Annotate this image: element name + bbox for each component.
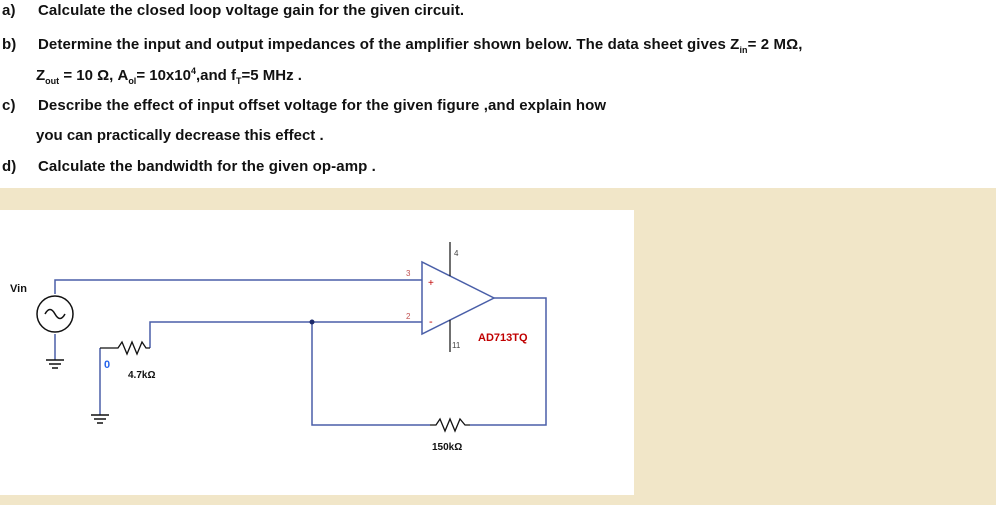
opamp-triangle-icon — [421, 260, 496, 336]
question-c-line2: you can practically decrease this effect… — [36, 127, 324, 144]
opamp-pin-3: 3 — [406, 269, 411, 278]
question-a: a) Calculate the closed loop voltage gain… — [0, 2, 464, 19]
opamp-minus-pin: - — [429, 316, 433, 328]
circuit-diagram: Vin 0 4.7kΩ 150kΩ + - 4 11 3 2 — [10, 242, 547, 453]
r1-label: 4.7kΩ — [128, 370, 155, 381]
resistor-r1-icon — [100, 340, 150, 356]
circuit-figure: Vin 0 4.7kΩ 150kΩ + - 4 11 3 2 — [0, 210, 634, 495]
opamp-plus-pin: + — [428, 278, 434, 289]
ft-value: =5 MHz . — [241, 67, 302, 84]
aol-subscript: ol — [128, 76, 137, 86]
zin-subscript: in — [739, 45, 748, 55]
question-c: c) Describe the effect of input offset vo… — [0, 97, 606, 114]
question-c-text: Describe the effect of input offset volt… — [38, 97, 607, 114]
wire-output-feedback — [470, 297, 547, 426]
question-c-letter: c) — [2, 97, 16, 114]
rf-label: 150kΩ — [432, 442, 462, 453]
zin-value: = 2 MΩ, — [747, 36, 803, 53]
ft-label: ,and f — [195, 67, 236, 84]
opamp-pin-2: 2 — [406, 312, 411, 321]
zout-value: = 10 Ω, A — [59, 67, 129, 84]
junction-dot — [309, 319, 315, 325]
vin-label: Vin — [10, 283, 27, 295]
zout-subscript: out — [45, 76, 60, 86]
question-b: b) Determine the input and output impedan… — [0, 36, 802, 55]
wire-node-to-r1 — [149, 321, 312, 348]
question-d-text: Calculate the bandwidth for the given op… — [38, 158, 376, 175]
question-a-letter: a) — [2, 2, 16, 19]
circuit-wires — [54, 279, 547, 426]
node-zero-label: 0 — [104, 359, 110, 371]
zout-label: Z — [36, 67, 46, 84]
question-b-line2: Zout = 10 Ω, Aol= 10x104,and fT=5 MHz . — [36, 66, 302, 86]
question-b-letter: b) — [2, 36, 17, 53]
question-d: d) Calculate the bandwidth for the given … — [0, 158, 376, 175]
aol-exponent: 4 — [190, 66, 196, 76]
sine-wave-icon — [44, 308, 66, 320]
ground-symbol-source — [46, 359, 64, 369]
ground-symbol-r1 — [91, 414, 109, 424]
question-d-letter: d) — [2, 158, 17, 175]
opamp-model-label: AD713TQ — [478, 332, 528, 344]
opamp-pin-11: 11 — [452, 341, 461, 350]
opamp-pin-4: 4 — [454, 249, 459, 258]
wire-feedback-left — [311, 322, 430, 426]
aol-value: = 10x10 — [136, 67, 191, 84]
ft-subscript: T — [235, 76, 242, 86]
wire-vin-to-noninverting — [54, 279, 422, 294]
question-b-text: Determine the input and output impedance… — [38, 36, 740, 53]
resistor-rf-icon — [430, 417, 470, 433]
question-a-text: Calculate the closed loop voltage gain f… — [38, 2, 465, 19]
